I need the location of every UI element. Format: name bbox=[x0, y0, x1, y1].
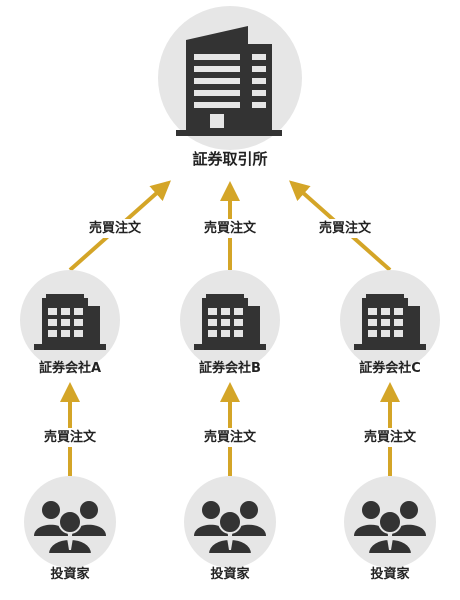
office-building-icon bbox=[34, 294, 106, 350]
investor-node-2 bbox=[184, 476, 276, 568]
investor-label-3: 投資家 bbox=[370, 567, 410, 582]
investor-group-icon bbox=[354, 501, 426, 555]
order-label-company-c: 売買注文 bbox=[316, 219, 374, 238]
exchange-node bbox=[158, 6, 302, 150]
order-label-investor-1: 売買注文 bbox=[41, 428, 99, 447]
office-building-icon bbox=[194, 294, 266, 350]
investor-label-2: 投資家 bbox=[210, 567, 250, 582]
company-c-label: 証券会社C bbox=[359, 361, 421, 376]
exchange-label: 証券取引所 bbox=[192, 150, 268, 168]
order-label-investor-3: 売買注文 bbox=[361, 428, 419, 447]
company-b-label: 証券会社B bbox=[199, 361, 261, 376]
order-label-investor-2: 売買注文 bbox=[201, 428, 259, 447]
investor-node-3 bbox=[344, 476, 436, 568]
investor-group-icon bbox=[194, 501, 266, 555]
investor-group-icon bbox=[34, 501, 106, 555]
order-label-company-a: 売買注文 bbox=[86, 219, 144, 238]
investor-node-1 bbox=[24, 476, 116, 568]
company-b-node bbox=[180, 270, 280, 370]
order-label-company-b: 売買注文 bbox=[201, 219, 259, 238]
company-a-label: 証券会社A bbox=[38, 361, 102, 376]
investor-label-1: 投資家 bbox=[50, 567, 90, 582]
company-a-node bbox=[20, 270, 120, 370]
office-building-icon bbox=[354, 294, 426, 350]
building-icon bbox=[176, 26, 282, 136]
company-c-node bbox=[340, 270, 440, 370]
